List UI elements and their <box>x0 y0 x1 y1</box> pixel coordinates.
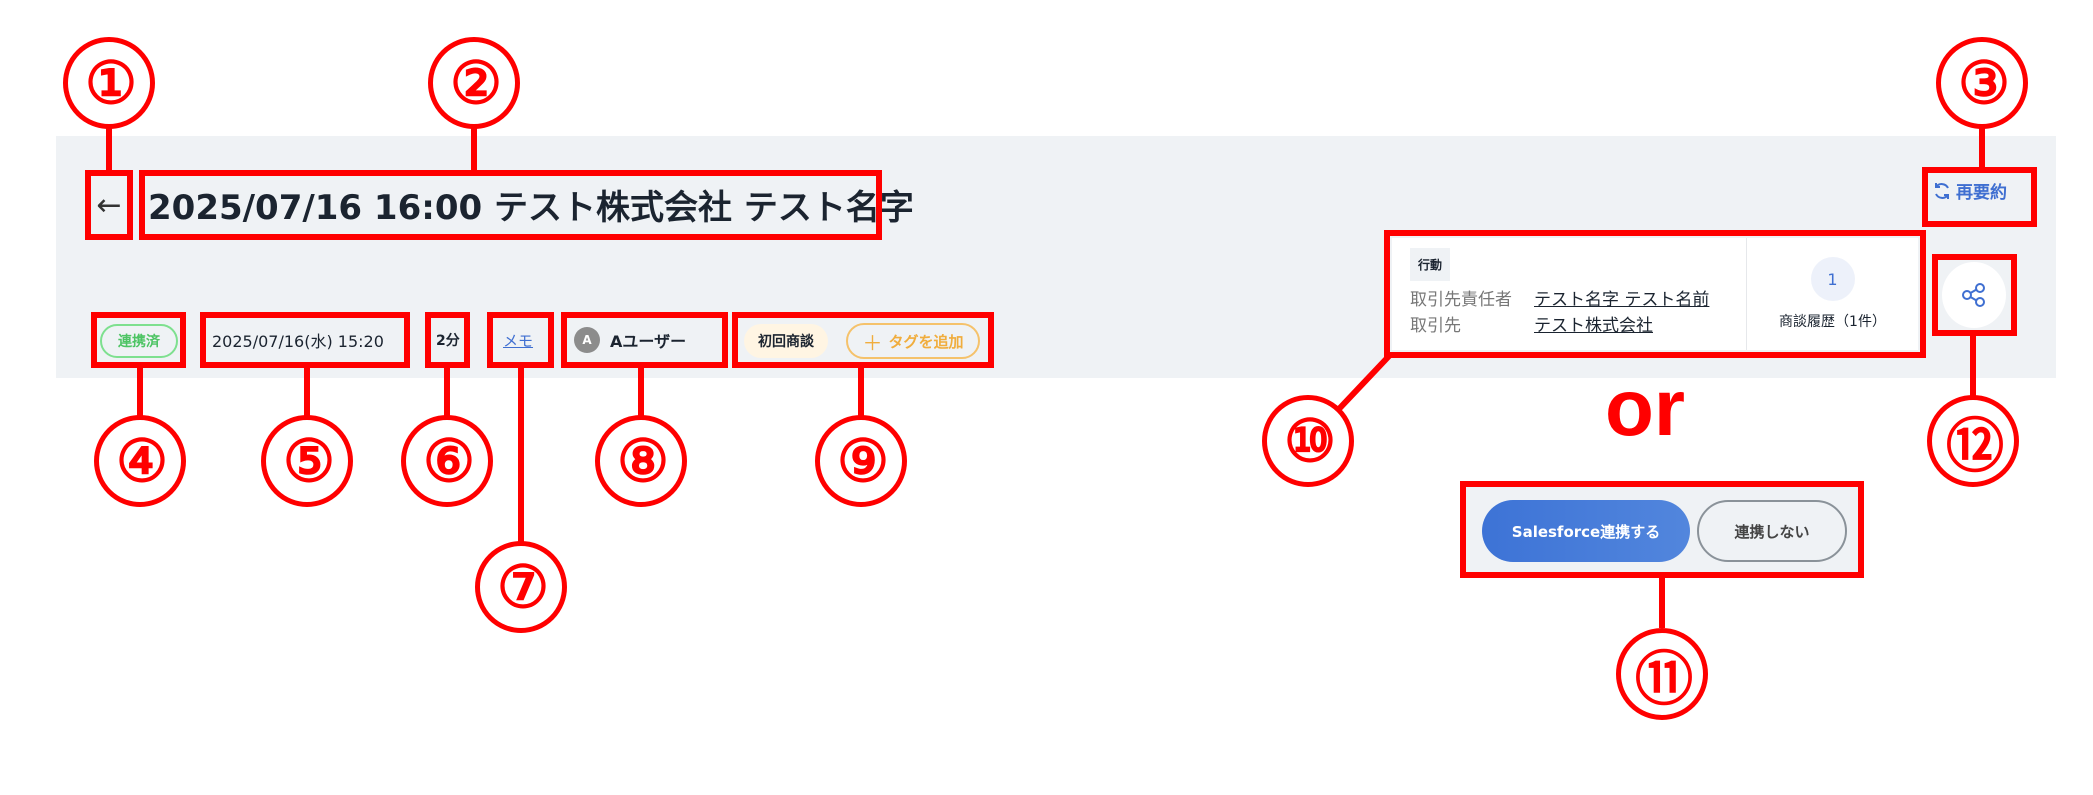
activity-chip: 行動 <box>1410 248 1451 281</box>
status-badge: 連携済 <box>100 324 178 358</box>
annotation-line <box>858 368 864 416</box>
meeting-datetime: 2025/07/16(水) 15:20 <box>212 332 384 351</box>
contact-label: 取引先責任者 <box>1410 290 1512 310</box>
history-count: 1 <box>1810 257 1855 301</box>
annotation-line <box>106 128 112 170</box>
annotation-box <box>139 170 882 240</box>
annotation-line <box>1979 128 1985 167</box>
contact-link[interactable]: テスト名字 テスト名前 <box>1534 290 1710 310</box>
annotation-box <box>85 170 133 240</box>
annotation-6: ⑥ <box>401 415 493 507</box>
account-link[interactable]: テスト株式会社 <box>1534 316 1653 336</box>
annotation-5: ⑤ <box>261 415 353 507</box>
user-chip[interactable]: A Aユーザー <box>574 322 686 358</box>
duration: 2分 <box>436 333 460 349</box>
add-tag-label: タグを追加 <box>888 332 964 351</box>
annotation-box <box>487 312 554 368</box>
resummarize-button[interactable]: 再要約 <box>1932 178 2007 203</box>
annotation-1: ① <box>63 37 155 129</box>
annotation-line <box>304 368 310 416</box>
tag-chip[interactable]: 初回商談 <box>744 324 828 358</box>
history-label: 商談履歴（1件） <box>1779 314 1886 330</box>
annotation-2: ② <box>428 37 520 129</box>
annotation-box <box>732 312 994 368</box>
annotation-box <box>425 312 470 368</box>
annotation-line <box>1659 578 1665 628</box>
page-title: 2025/07/16 16:00 テスト株式会社 テスト名字 <box>148 188 914 228</box>
arrow-left-icon: ← <box>96 187 122 223</box>
annotation-box <box>1384 230 1926 358</box>
annotation-line <box>1335 352 1393 413</box>
or-label: or <box>1605 363 1685 452</box>
plus-icon: ＋ <box>862 330 883 355</box>
annotation-12: ⑫ <box>1927 395 2019 487</box>
annotation-line <box>1970 336 1976 396</box>
deal-history[interactable]: 1 商談履歴（1件） <box>1747 238 1918 350</box>
annotation-8: ⑧ <box>595 415 687 507</box>
back-button[interactable]: ← <box>94 178 124 232</box>
share-icon <box>1962 283 1985 307</box>
share-button[interactable] <box>1942 262 2006 328</box>
annotation-box <box>1922 167 2037 227</box>
account-label: 取引先 <box>1410 316 1461 336</box>
annotation-box <box>91 312 186 368</box>
annotation-line <box>137 368 143 416</box>
annotation-line <box>638 368 644 416</box>
user-name: Aユーザー <box>610 332 687 351</box>
annotation-box <box>561 312 728 368</box>
refresh-icon <box>1935 182 1949 199</box>
annotation-box <box>200 312 410 368</box>
annotation-line <box>518 368 524 542</box>
no-link-button[interactable]: 連携しない <box>1697 500 1847 562</box>
annotation-line <box>471 128 477 170</box>
salesforce-card: 行動 取引先責任者 テスト名字 テスト名前 取引先 テスト株式会社 1 商談履歴（1… <box>1392 238 1918 350</box>
annotation-11: ⑪ <box>1616 628 1708 720</box>
annotation-box <box>1460 481 1864 578</box>
annotation-7: ⑦ <box>475 541 567 633</box>
annotation-box <box>1932 254 2017 336</box>
avatar: A <box>574 327 600 353</box>
resummarize-label: 再要約 <box>1956 183 2007 203</box>
memo-link[interactable]: メモ <box>503 331 534 350</box>
annotation-10: ⑩ <box>1262 395 1354 487</box>
annotation-line <box>444 368 450 416</box>
annotation-4: ④ <box>94 415 186 507</box>
annotation-9: ⑨ <box>815 415 907 507</box>
annotation-3: ③ <box>1936 37 2028 129</box>
add-tag-button[interactable]: ＋ タグを追加 <box>846 323 980 359</box>
salesforce-link-button[interactable]: Salesforce連携する <box>1482 500 1690 562</box>
